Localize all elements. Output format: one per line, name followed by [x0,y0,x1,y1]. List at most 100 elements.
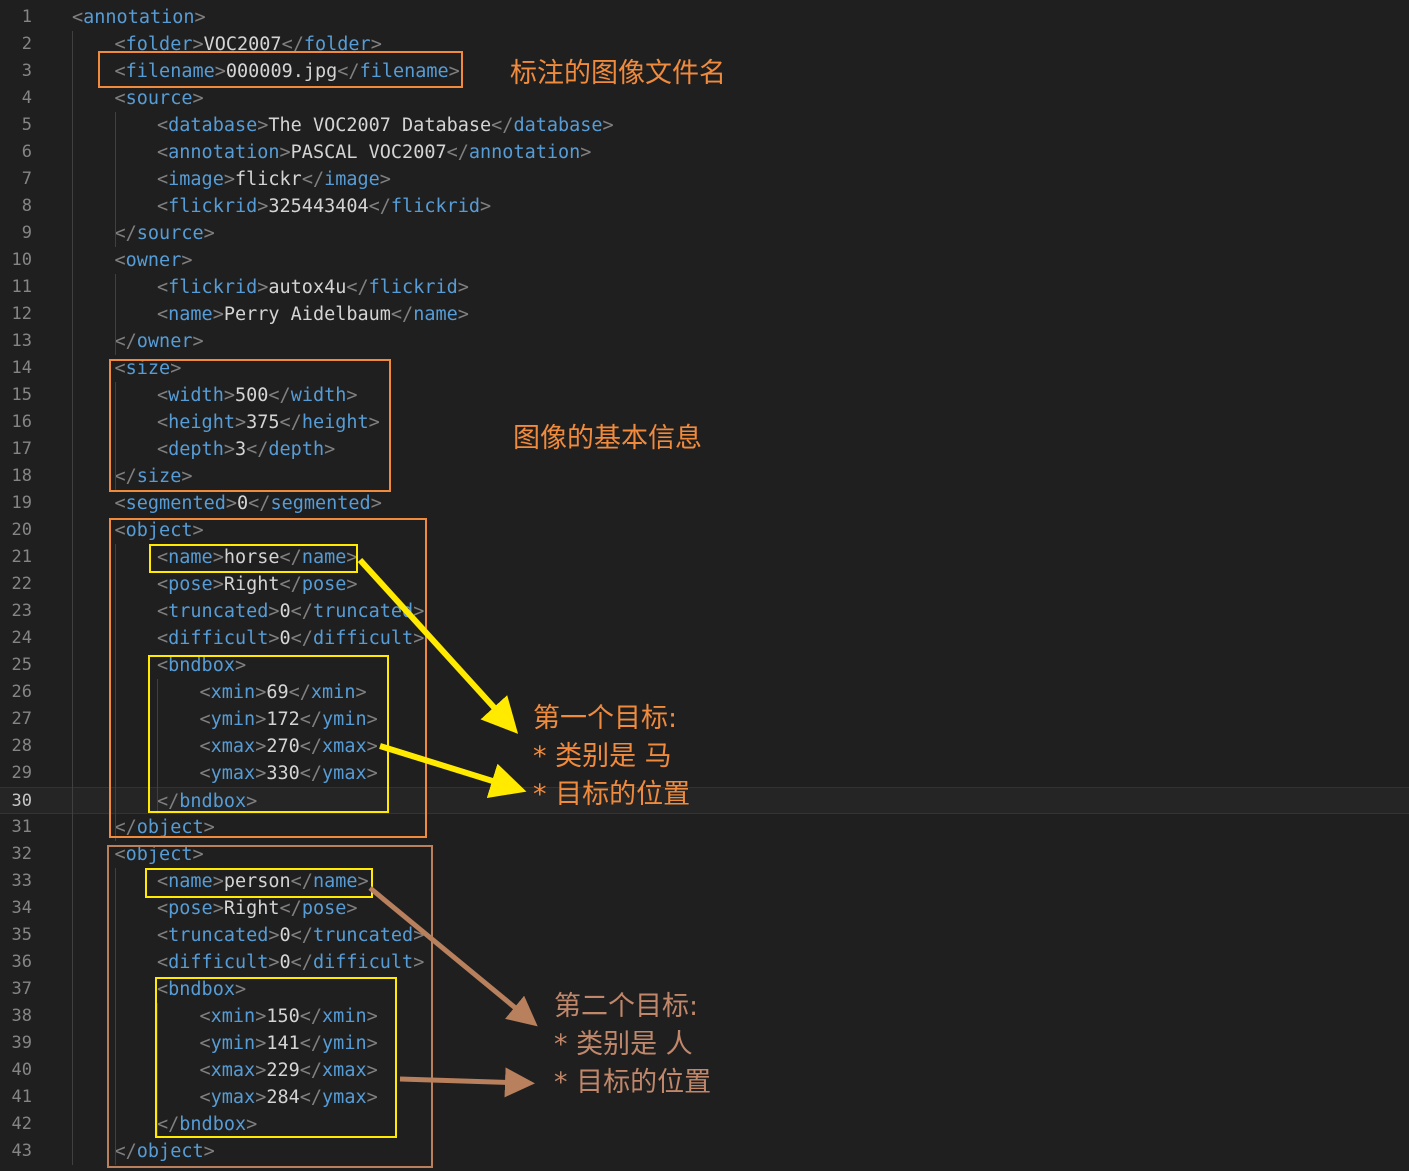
line-number: 21 [11,547,32,567]
xml-bracket: > [268,925,280,946]
code-line[interactable]: 42</bndbox> [0,1111,1409,1138]
xml-bracket: < [157,169,169,190]
code-line[interactable]: 19<segmented>0</segmented> [0,490,1409,517]
xml-bracket: > [366,709,378,730]
code-line[interactable]: 26<xmin>69</xmin> [0,679,1409,706]
code-line[interactable]: 33<name>person</name> [0,868,1409,895]
code-line[interactable]: 32<object> [0,841,1409,868]
code-line[interactable]: 36<difficult>0</difficult> [0,949,1409,976]
code-line[interactable]: 24<difficult>0</difficult> [0,625,1409,652]
xml-tag: object [125,520,193,541]
code-line[interactable]: 5<database>The VOC2007 Database</databas… [0,112,1409,139]
code-line[interactable]: 35<truncated>0</truncated> [0,922,1409,949]
code-line[interactable]: 27<ymin>172</ymin> [0,706,1409,733]
code-line[interactable]: 18</size> [0,463,1409,490]
code-line[interactable]: 2<folder>VOC2007</folder> [0,31,1409,58]
xml-bracket: > [413,628,425,649]
xml-bracket: > [366,1006,378,1027]
xml-bracket: </ [114,1141,137,1162]
code-line[interactable]: 41<ymax>284</ymax> [0,1084,1409,1111]
code-line[interactable]: 23<truncated>0</truncated> [0,598,1409,625]
code-line[interactable]: 39<ymin>141</ymin> [0,1030,1409,1057]
xml-bracket: > [192,520,204,541]
code-line[interactable]: 9</source> [0,220,1409,247]
code-line[interactable]: 37<bndbox> [0,976,1409,1003]
code-text: <annotation> [72,4,206,31]
xml-value: 69 [266,682,289,703]
filename-note: 标注的图像文件名 [510,58,726,89]
code-line[interactable]: 21 <name>horse</name> [0,544,1409,571]
indent-guide [114,868,116,1165]
xml-bracket: > [234,655,247,676]
code-line[interactable]: 11<flickrid>autox4u</flickrid> [0,274,1409,301]
xml-bracket: > [181,250,193,271]
code-line[interactable]: 10<owner> [0,247,1409,274]
xml-bracket: < [114,88,126,109]
xml-tag: bndbox [168,979,235,1000]
xml-bracket: < [114,34,126,55]
xml-bracket: </ [290,925,313,946]
code-line[interactable]: 3<filename>000009.jpg</filename> [0,58,1409,85]
xml-bracket: </ [337,61,360,82]
code-text: <name>horse</name> [157,544,358,571]
line-number: 1 [21,7,32,27]
xml-tag: truncated [312,925,414,946]
code-line[interactable]: 34<pose>Right</pose> [0,895,1409,922]
xml-value: Right [223,574,280,595]
line-number: 20 [11,520,32,540]
xml-tag: height [301,412,369,433]
code-line[interactable]: 43</object> [0,1138,1409,1165]
code-line[interactable]: 40<xmax>229</xmax> [0,1057,1409,1084]
code-line[interactable]: 1 <annotation> [0,4,1409,31]
xml-bracket: > [203,1141,215,1162]
code-line[interactable]: 29<ymax>330</ymax> [0,760,1409,787]
xml-value: 375 [246,412,280,433]
xml-bracket: > [355,682,367,703]
code-line[interactable]: 25<bndbox> [0,652,1409,679]
xml-bracket: > [212,547,224,568]
xml-bracket: > [212,574,224,595]
line-number: 19 [11,493,32,513]
code-line[interactable]: 38 <xmin>150</xmin> [0,1003,1409,1030]
code-line[interactable]: 14<size> [0,355,1409,382]
line-number: 16 [11,412,32,432]
code-line[interactable]: 4<source> [0,85,1409,112]
xml-tag: segmented [125,493,226,514]
code-text: <pose>Right</pose> [157,571,358,598]
code-line[interactable]: 15<width>500</width> [0,382,1409,409]
code-line[interactable]: 13</owner> [0,328,1409,355]
code-line[interactable]: 22<pose>Right</pose> [0,571,1409,598]
xml-bracket: < [114,520,126,541]
code-line[interactable]: 7<image>flickr</image> [0,166,1409,193]
xml-bracket: > [203,817,215,838]
code-text: <object> [115,517,204,544]
indent-guide [114,274,116,355]
code-line[interactable]: 17<depth>3</depth> [0,436,1409,463]
line-number: 26 [11,682,32,702]
line-number: 12 [11,304,32,324]
xml-value: 0 [279,628,291,649]
xml-bracket: </ [299,763,323,784]
line-number: 31 [11,817,32,837]
code-line[interactable]: 8<flickrid>325443404</flickrid> [0,193,1409,220]
code-line[interactable]: 12<name>Perry Aidelbaum</name> [0,301,1409,328]
code-line[interactable]: 31</object> [0,814,1409,841]
code-line[interactable]: 16<height>375</height> [0,409,1409,436]
code-text: </owner> [115,328,204,355]
xml-bracket: > [255,736,267,757]
line-number: 38 [11,1006,32,1026]
xml-bracket: > [192,88,204,109]
code-line[interactable]: 6<annotation>PASCAL VOC2007</annotation> [0,139,1409,166]
code-line[interactable]: 20 <object> [0,517,1409,544]
xml-bracket: </ [299,736,323,757]
code-text: <bndbox> [157,976,246,1003]
code-text: <xmin>150</xmin> [200,1003,378,1030]
arrow-object2-name [368,886,538,1027]
xml-tag: database [513,115,603,136]
xml-tag: pose [301,898,347,919]
xml-tag: xmax [322,736,367,757]
code-line[interactable]: 30</bndbox> [0,787,1409,814]
code-line[interactable]: 28<xmax>270</xmax> [0,733,1409,760]
